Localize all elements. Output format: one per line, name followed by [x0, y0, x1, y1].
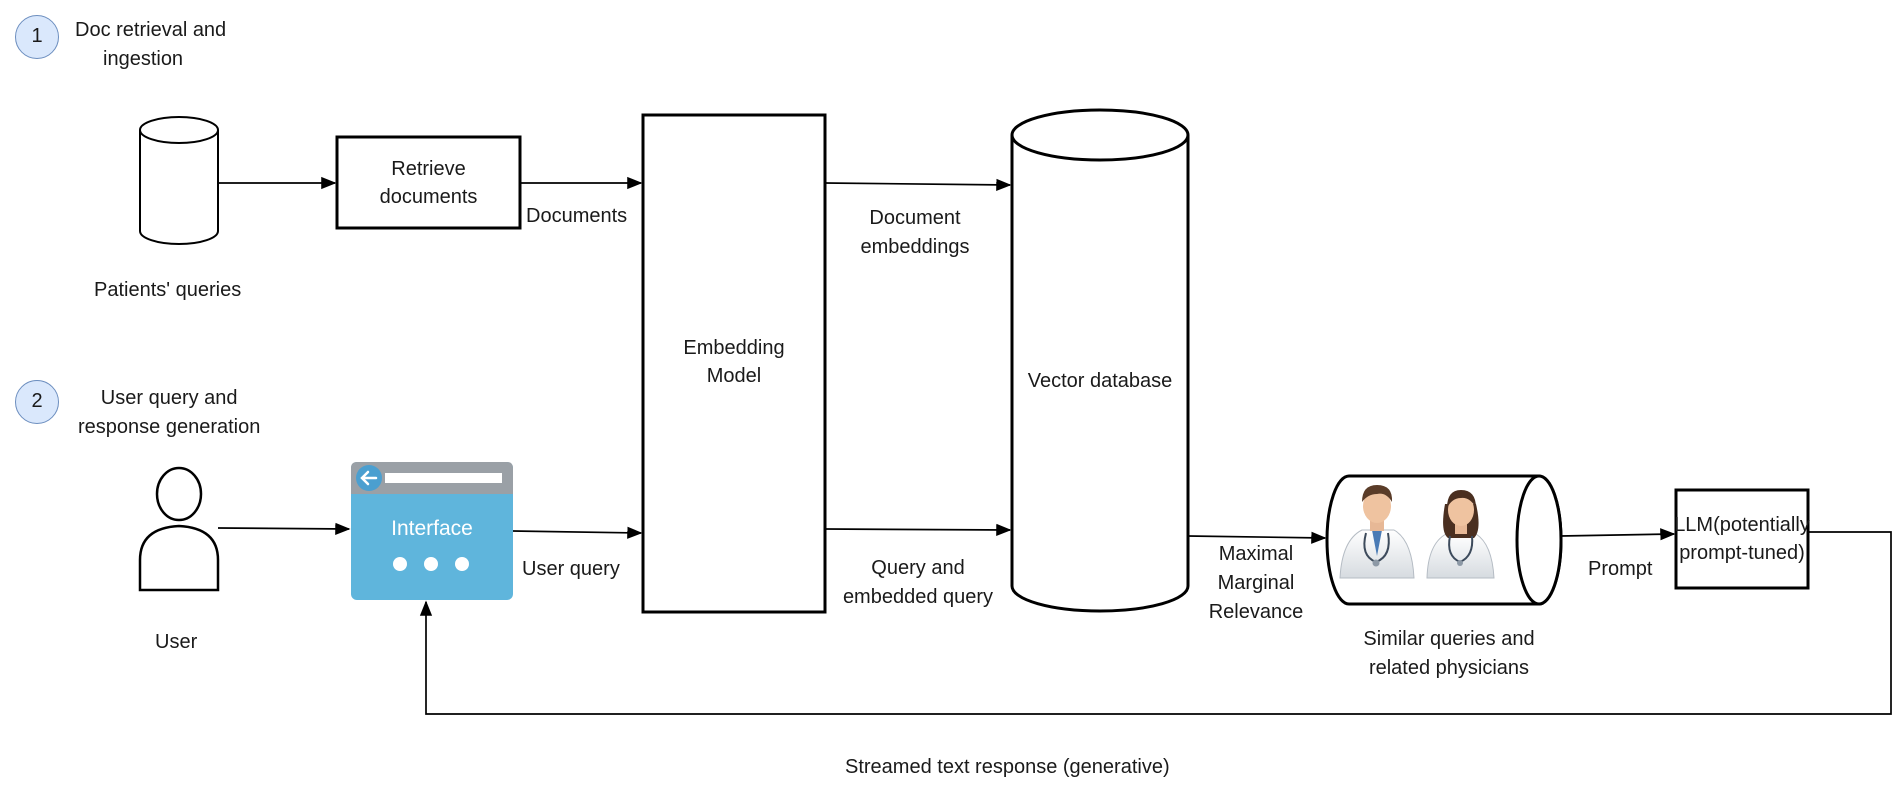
arrow-vector-to-similar — [1187, 531, 1327, 544]
arrow-llm-feedback-to-interface — [419, 531, 1892, 715]
step-2-title-line2: response generation — [78, 416, 261, 438]
retrieve-documents-line2: documents — [379, 185, 478, 208]
embedding-model-label: Embedding Model — [643, 330, 825, 394]
document-embeddings-line1: Document — [869, 207, 961, 229]
arrow-embedding-to-vector-query — [824, 523, 1012, 537]
back-arrow-icon[interactable] — [356, 465, 382, 491]
document-embeddings-edge-label: Document embeddings — [850, 204, 980, 262]
llm-line2: prompt-tuned) — [1679, 542, 1805, 564]
retrieve-documents-label: Retrieve documents — [337, 137, 520, 228]
query-embedded-line1: Query and — [871, 557, 965, 579]
connector-arrows — [217, 176, 1892, 715]
embedding-model-line1: Embedding — [683, 337, 785, 359]
interface-browser-window-icon[interactable] — [351, 462, 513, 600]
similar-queries-line1: Similar queries and — [1363, 628, 1535, 650]
llm-label: LLM(potentially prompt-tuned) — [1674, 490, 1810, 588]
female-doctor-icon — [1426, 490, 1495, 579]
male-doctor-icon — [1339, 485, 1415, 579]
query-embedded-edge-label: Query and embedded query — [830, 554, 1006, 612]
streamed-response-edge-label: Streamed text response (generative) — [845, 756, 1170, 778]
llm-line1: LLM(potentially — [1674, 514, 1810, 536]
documents-edge-label: Documents — [526, 205, 628, 227]
patients-queries-database-icon — [139, 116, 219, 245]
step-2-badge: 2 — [15, 380, 59, 424]
arrow-embedding-to-vector-db — [824, 178, 1012, 191]
step-1-title-line1: Doc retrieval and — [75, 19, 227, 41]
llm-box — [1674, 488, 1810, 590]
prompt-edge-label: Prompt — [1588, 558, 1653, 580]
embedding-model-line2: Model — [706, 365, 762, 387]
document-embeddings-line2: embeddings — [860, 236, 970, 258]
mmr-line3: Relevance — [1208, 601, 1304, 623]
vector-database-cylinder — [1010, 108, 1190, 613]
step-1-title-line2: ingestion — [103, 48, 184, 70]
query-embedded-line2: embedded query — [842, 586, 994, 608]
arrow-similar-to-llm — [1560, 528, 1676, 541]
step-2-title: User query and response generation — [78, 384, 260, 442]
mmr-line2: Marginal — [1217, 572, 1295, 594]
user-query-edge-label: User query — [522, 558, 620, 580]
similar-queries-label: Similar queries and related physicians — [1318, 625, 1580, 683]
patients-queries-label: Patients' queries — [94, 279, 242, 301]
vector-database-label: Vector database — [1027, 370, 1173, 392]
step-2-title-line1: User query and — [100, 387, 238, 409]
user-icon — [138, 466, 220, 592]
step-1-title: Doc retrieval and ingestion — [75, 16, 226, 74]
mmr-line1: Maximal — [1218, 543, 1294, 565]
step-1-badge: 1 — [15, 15, 59, 59]
retrieve-documents-box — [335, 135, 522, 230]
retrieve-documents-line1: Retrieve — [391, 157, 466, 180]
arrow-interface-to-embedding — [512, 526, 643, 539]
similar-queries-line2: related physicians — [1368, 657, 1530, 679]
arrow-user-to-interface — [217, 522, 351, 536]
interface-label: Interface — [391, 517, 473, 540]
user-label: User — [155, 631, 198, 653]
embedding-model-box — [641, 113, 827, 614]
mmr-edge-label: Maximal Marginal Relevance — [1202, 540, 1310, 627]
